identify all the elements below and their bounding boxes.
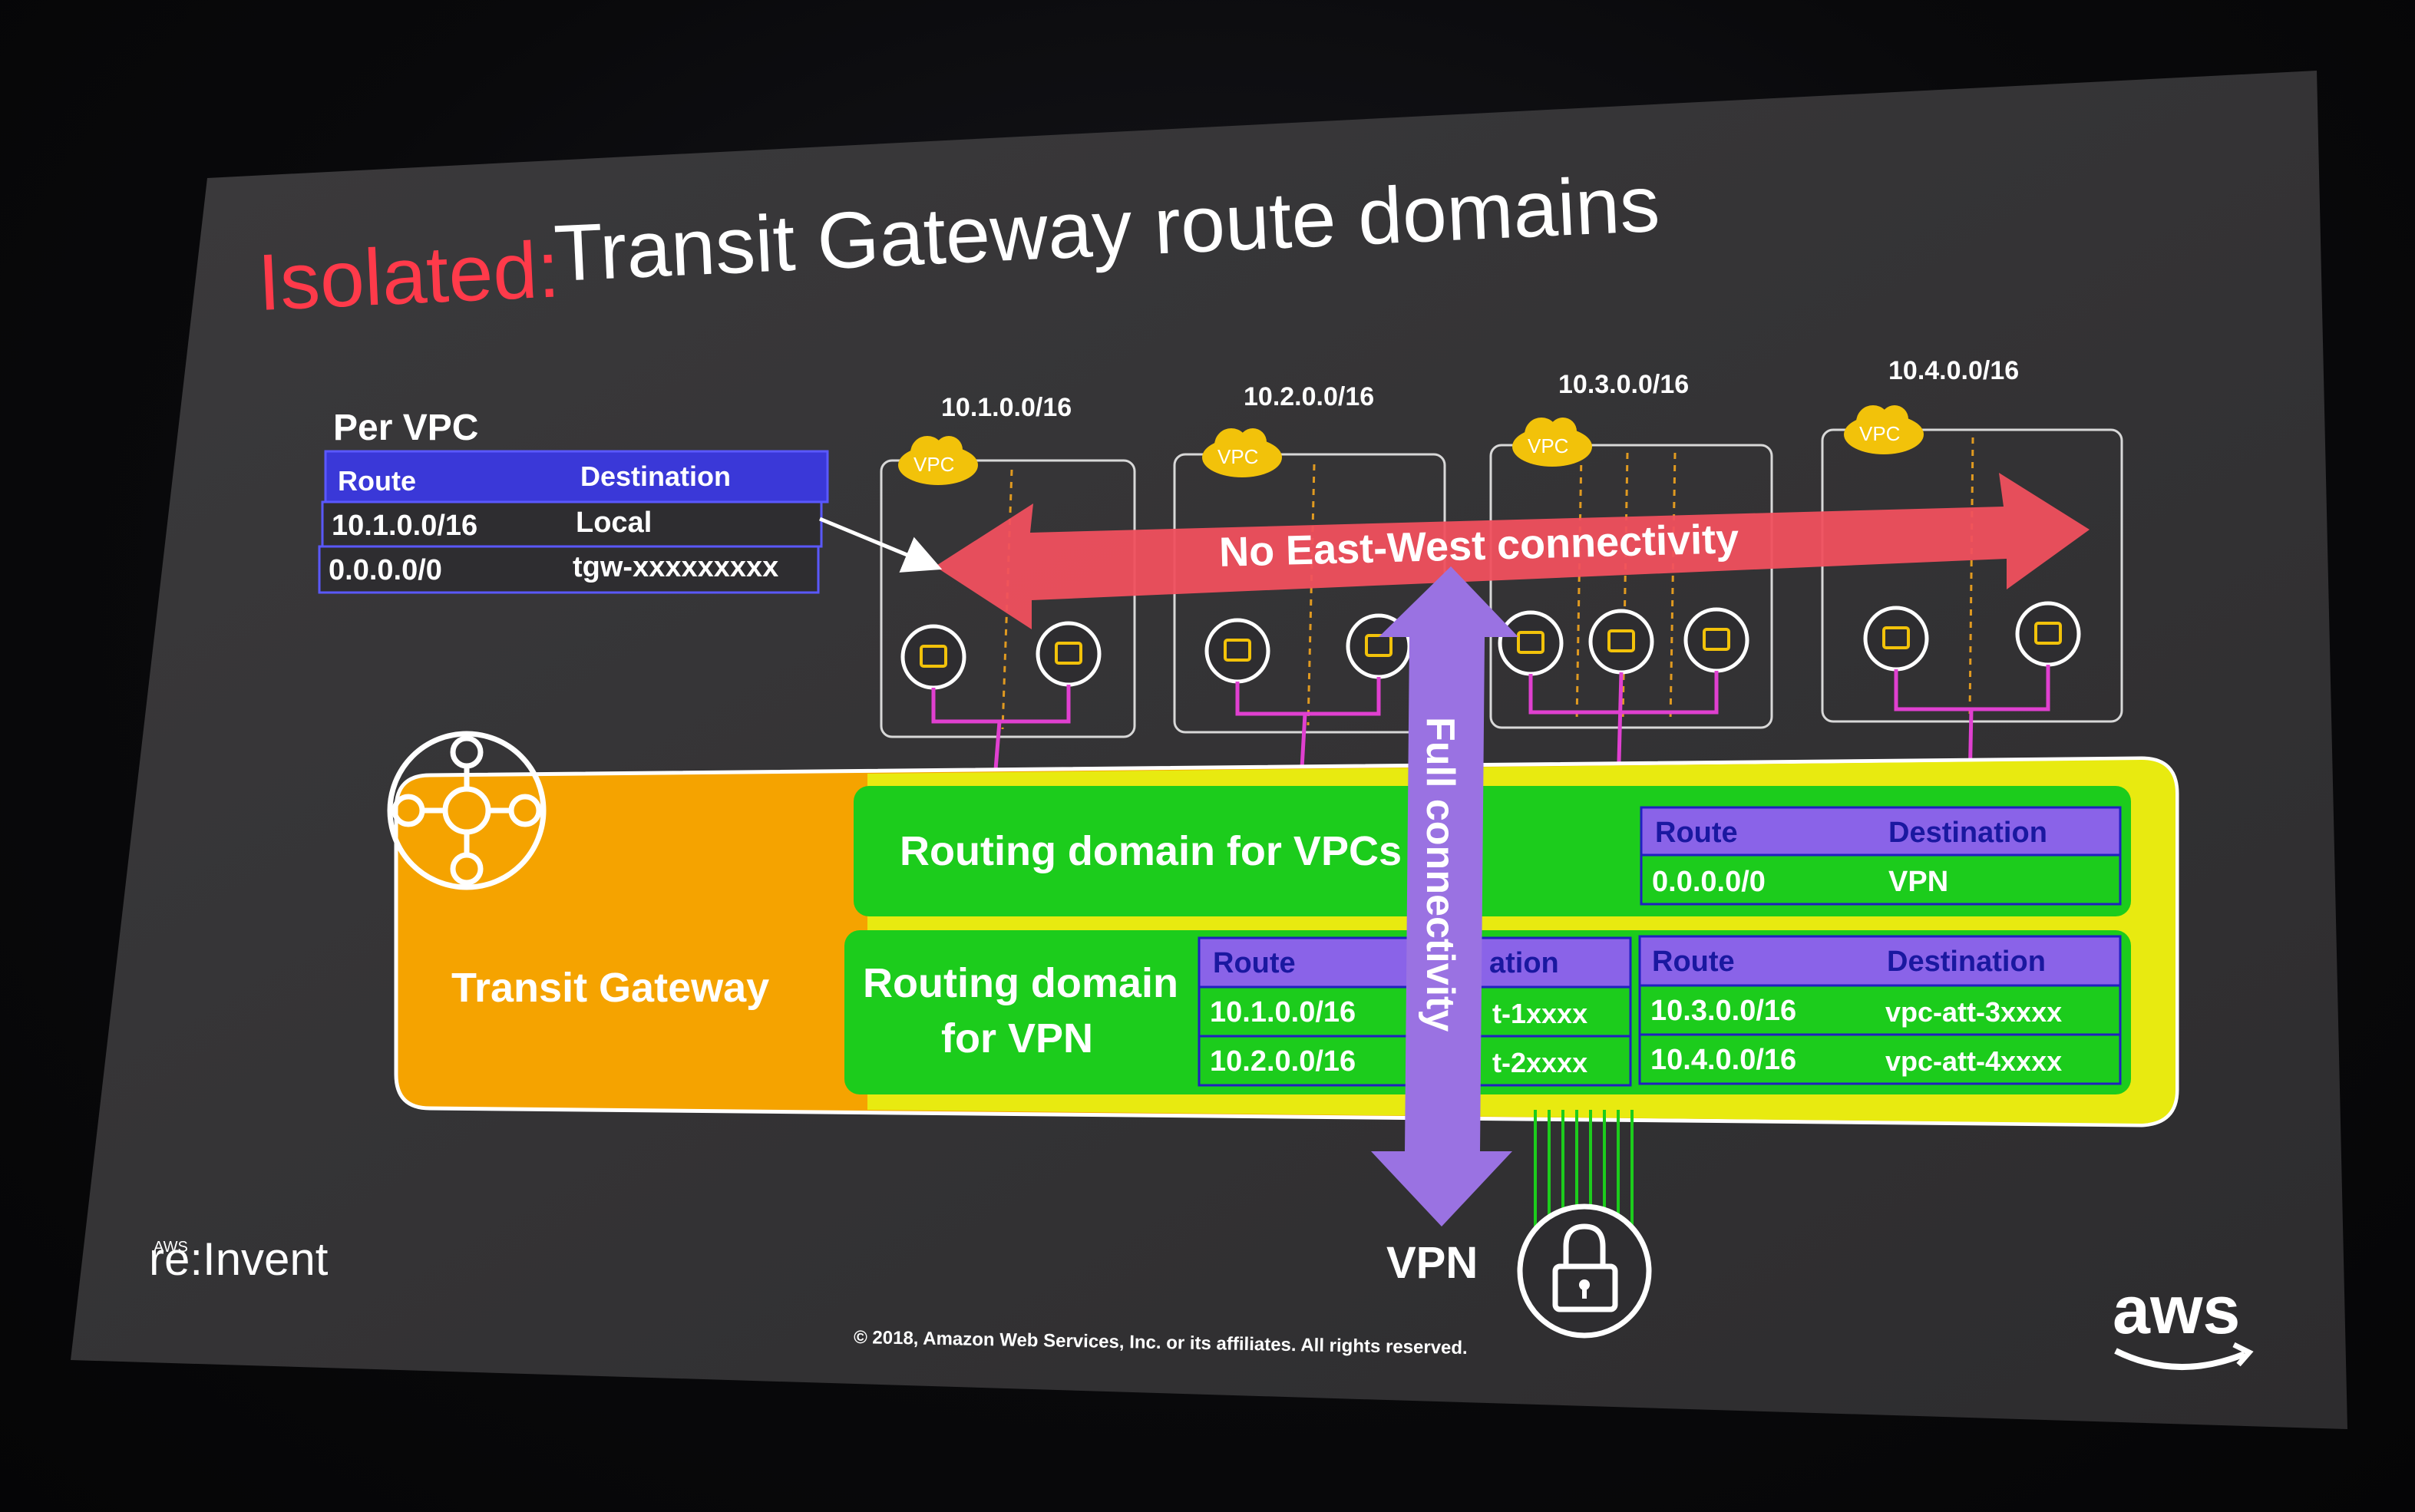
table-cell: 10.3.0.0/16 — [1650, 995, 1797, 1027]
vpn-table-right — [1638, 935, 2122, 1085]
full-connectivity-arrow — [1371, 566, 1518, 1226]
per-vpc-cell: Local — [576, 507, 652, 539]
table-cell: 10.4.0.0/16 — [1650, 1044, 1797, 1076]
per-vpc-header-route: Route — [338, 465, 416, 497]
table-header: ation — [1489, 947, 1559, 979]
table-header: Destination — [1887, 946, 2046, 978]
aws-smile-icon — [2114, 1348, 2246, 1370]
reinvent-logo: re:Invent — [149, 1233, 329, 1285]
vpc-box-3 — [1489, 444, 1773, 729]
routing-domain-vpn-label: Routing domain — [863, 960, 1178, 1006]
vpc-cidr-label: 10.4.0.0/16 — [1888, 356, 2020, 385]
transit-gateway-label: Transit Gateway — [451, 965, 770, 1011]
vpc-badge: VPC — [1859, 422, 1901, 445]
slide-title-prefix: Isolated: — [256, 225, 562, 328]
per-vpc-label: Per VPC — [333, 408, 479, 448]
vpc-cidr-label: 10.3.0.0/16 — [1558, 370, 1690, 399]
per-vpc-cell: tgw-xxxxxxxxx — [573, 551, 779, 583]
table-cell: 10.1.0.0/16 — [1210, 996, 1356, 1028]
per-vpc-header-destination: Destination — [580, 461, 732, 492]
vpc-badge: VPC — [913, 453, 955, 476]
table-cell: vpc-att-4xxxx — [1885, 1045, 2063, 1077]
table-cell: vpc-att-3xxxx — [1885, 996, 2063, 1028]
vpc-badge: VPC — [1217, 445, 1259, 468]
table-cell: t-2xxxx — [1492, 1047, 1588, 1078]
per-vpc-cell: 10.1.0.0/16 — [332, 510, 478, 542]
per-vpc-cell: 0.0.0.0/0 — [329, 554, 442, 586]
eni-icon-glyphs — [920, 622, 2062, 668]
table-header: Route — [1652, 946, 1735, 978]
table-header: Destination — [1888, 817, 2047, 849]
vpc-box-1 — [880, 459, 1136, 738]
vpn-label: VPN — [1386, 1238, 1478, 1288]
vpc-cidr-label: 10.1.0.0/16 — [941, 393, 1072, 422]
per-vpc-table — [318, 450, 829, 594]
vpc-cloud-icon — [898, 405, 1924, 485]
full-connectivity-label: Full connectivity — [1418, 717, 1462, 1032]
vpn-tunnels — [1534, 1110, 1634, 1228]
transit-gateway-hub-icon — [387, 731, 547, 890]
az-dashed-lines — [1001, 437, 1974, 730]
table-cell: VPN — [1888, 866, 1949, 898]
table-header: Route — [1213, 947, 1296, 979]
table-header: Route — [1655, 817, 1738, 849]
east-west-arrow — [935, 473, 2090, 629]
aws-logo: aws — [2113, 1272, 2241, 1348]
table-cell: 0.0.0.0/0 — [1652, 866, 1766, 898]
reinvent-aws-small: AWS — [154, 1239, 188, 1256]
table-cell: t-1xxxx — [1492, 998, 1588, 1029]
vpn-table-left — [1198, 936, 1632, 1087]
vpc-badge: VPC — [1528, 434, 1569, 457]
routing-domain-vpn-label: for VPN — [941, 1015, 1094, 1061]
per-vpc-pointer-arrow — [819, 517, 943, 573]
routing-domain-vpcs-label: Routing domain for VPCs — [900, 828, 1402, 874]
lock-icon — [1517, 1203, 1652, 1339]
vpc-domain-table — [1640, 806, 2122, 906]
vpc-cidr-label: 10.2.0.0/16 — [1244, 382, 1375, 411]
table-cell: 10.2.0.0/16 — [1210, 1045, 1356, 1078]
